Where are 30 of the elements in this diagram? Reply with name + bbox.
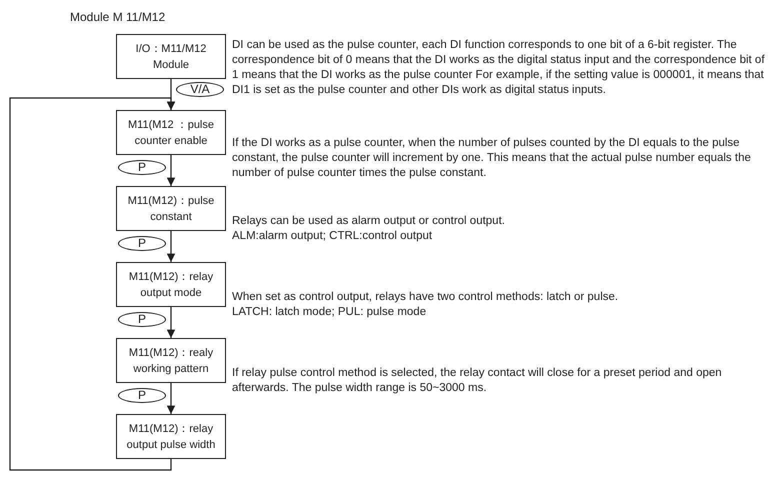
arrow xyxy=(166,383,176,414)
description-text: If the DI works as a pulse counter, when the number of pulses counted by the DI equals to the pulse constant, the pulse counter will increment by one. This means that the actual pulse number equals the number of pulse counter times the pulse constant. xyxy=(232,136,752,181)
arrow xyxy=(166,155,176,186)
key-oval: P xyxy=(118,312,166,327)
box-label: M11(M12 ：pulse counter enable xyxy=(127,118,215,148)
process-box xyxy=(116,110,226,155)
process-box xyxy=(116,186,226,231)
description-text: ALM:alarm output; CTRL:control output xyxy=(232,229,434,244)
description-text: DI can be used as the pulse counter, each DI function corresponds to one bit of a 6-bit register. The correspondence bit of 0 means that the DI works as the digital status input and the correspondence bit of 1 means that the DI works as the pulse counter For example, if the setting value is 000001, it means that DI1 is set as the pulse counter and other DIs work as digital status inputs. xyxy=(232,38,766,98)
process-box xyxy=(116,414,226,459)
key-oval: P xyxy=(118,160,166,175)
process-box xyxy=(116,34,226,79)
process-box xyxy=(116,262,226,307)
description-text: If relay pulse control method is selected, the relay contact will close for a preset period and open afterwards. The pulse width range is 50~3000 ms. xyxy=(232,366,723,396)
arrow xyxy=(166,231,176,262)
arrow xyxy=(166,307,176,338)
diagram-title: Module M 11/M12 xyxy=(70,9,166,26)
box-label: M11(M12)：realy working pattern xyxy=(128,346,214,376)
key-oval: V/A xyxy=(176,82,224,97)
box-label: I/O：M11/M12 Module xyxy=(134,42,208,72)
process-box xyxy=(116,338,226,383)
box-label: M11(M12)：relay output mode xyxy=(128,270,214,300)
key-oval: P xyxy=(118,236,166,251)
description-text: When set as control output, relays have two control methods: latch or pulse. xyxy=(232,290,620,305)
box-label: M11(M12)：relay output pulse width xyxy=(126,422,216,452)
description-text: Relays can be used as alarm output or control output. xyxy=(232,214,506,229)
key-oval: P xyxy=(118,388,166,403)
box-label: M11(M12)：pulse constant xyxy=(126,194,216,224)
description-text: LATCH: latch mode; PUL: pulse mode xyxy=(232,305,428,320)
arrow xyxy=(9,97,176,471)
